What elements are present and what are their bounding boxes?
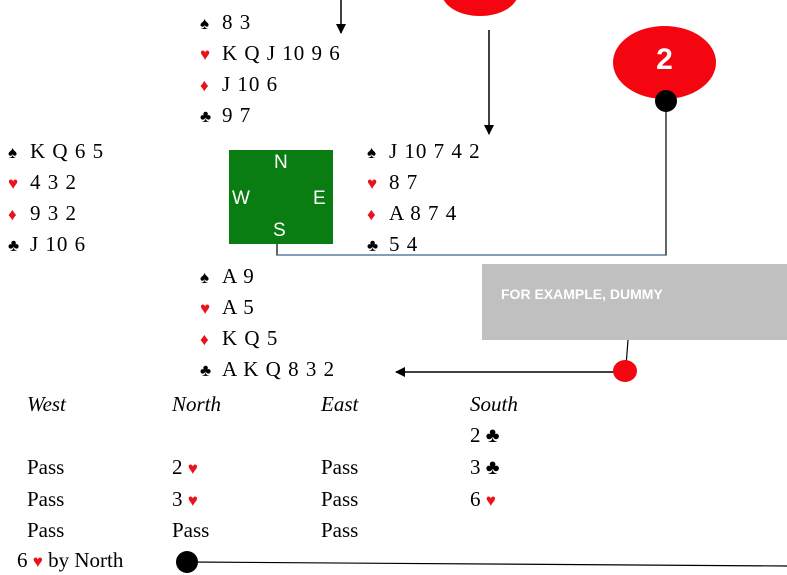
spade-icon: ♠ [8,143,19,162]
header-west: West [27,392,66,416]
callout-text: FOR EXAMPLE, DUMMY [501,286,663,302]
compass-south: S [273,220,286,241]
badge-1: 1 [442,0,518,16]
spade-icon: ♠ [200,14,211,33]
diamond-icon: ♦ [200,76,210,95]
south-hand: ♠ A 9 ♥ A 5 ♦ K Q 5 ♣ A K Q 8 3 2 [200,261,335,385]
compass-east: E [313,188,326,209]
diamond-icon: ♦ [367,205,377,224]
east-hearts: 8 7 [389,170,419,194]
heart-icon: ♥ [200,299,212,318]
badge-2: 2 [613,26,716,99]
bid-cell: 2 ♥ [172,455,198,479]
bid-cell: Pass [321,487,359,511]
callout-dot [613,360,637,382]
east-clubs: 5 4 [389,232,419,256]
club-icon: ♣ [200,107,213,126]
contract-dot [176,551,198,573]
east-hand: ♠ J 10 7 4 2 ♥ 8 7 ♦ A 8 7 4 ♣ 5 4 [367,136,481,260]
west-hand: ♠ K Q 6 5 ♥ 4 3 2 ♦ 9 3 2 ♣ J 10 6 [8,136,104,260]
compass-north: N [274,152,288,173]
club-icon: ♣ [200,361,213,380]
north-hand: ♠ 8 3 ♥ K Q J 10 9 6 ♦ J 10 6 ♣ 9 7 [200,7,341,131]
heart-icon: ♥ [187,459,198,478]
club-icon: ♣ [8,236,21,255]
header-north: North [172,392,222,416]
bid-cell: 3 ♥ [172,487,198,511]
badge-2-label: 2 [656,43,673,76]
north-spades: 8 3 [222,10,252,34]
bid-cell: 6 ♥ [470,487,496,511]
east-spades: J 10 7 4 2 [389,139,481,163]
bid-cell: Pass [27,455,65,479]
north-clubs: 9 7 [222,103,252,127]
heart-icon: ♥ [485,491,496,510]
spade-icon: ♠ [367,143,378,162]
south-spades: A 9 [222,264,255,288]
club-icon: ♣ [367,236,380,255]
bid-cell: Pass [27,518,65,542]
heart-icon: ♥ [187,491,198,510]
contract: 6 ♥ by North [17,548,123,573]
diamond-icon: ♦ [8,205,18,224]
bid-cell: Pass [321,455,359,479]
spade-icon: ♠ [200,268,211,287]
bid-cell: 3 ♣ [470,455,500,479]
south-clubs: A K Q 8 3 2 [222,357,336,381]
header-east: East [321,392,359,416]
east-diamonds: A 8 7 4 [389,201,458,225]
contract-declarer: by North [48,548,124,572]
header-south: South [470,392,518,416]
bid-cell: 2 ♣ [470,423,500,447]
west-spades: K Q 6 5 [30,139,105,163]
heart-icon: ♥ [367,174,379,193]
heart-icon: ♥ [8,174,20,193]
contract-level: 6 [17,548,28,572]
heart-icon: ♥ [200,45,212,64]
bid-cell: Pass [321,518,359,542]
south-hearts: A 5 [222,295,255,319]
west-clubs: J 10 6 [30,232,87,256]
north-diamonds: J 10 6 [222,72,279,96]
badge-2-dot [655,90,677,112]
diamond-icon: ♦ [200,330,210,349]
west-hearts: 4 3 2 [30,170,77,194]
bid-cell: Pass [172,518,210,542]
bid-cell: Pass [27,487,65,511]
callout-box: FOR EXAMPLE, DUMMY [482,264,787,340]
compass-west: W [232,188,250,209]
north-hearts: K Q J 10 9 6 [222,41,341,65]
contract-line [187,561,787,567]
west-diamonds: 9 3 2 [30,201,77,225]
compass-table: N W E S [229,150,333,244]
heart-icon: ♥ [32,552,43,571]
south-diamonds: K Q 5 [222,326,279,350]
